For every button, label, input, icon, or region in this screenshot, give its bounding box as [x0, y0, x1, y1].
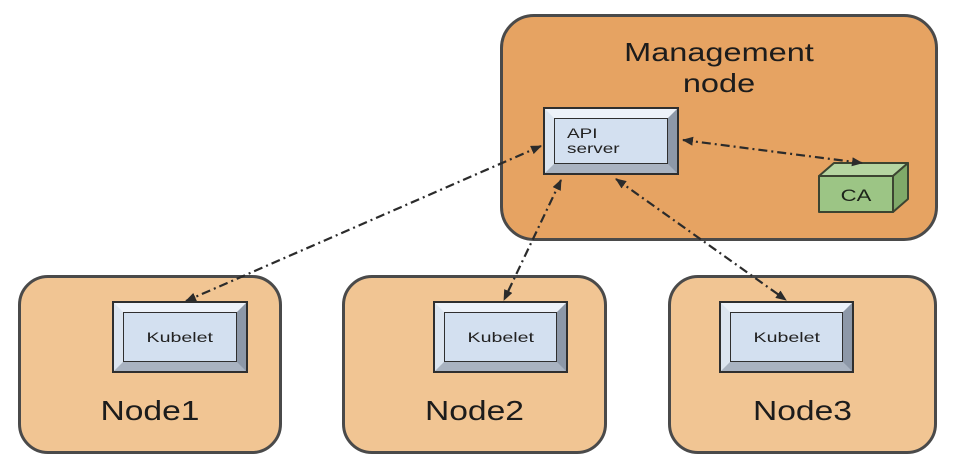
kubelet1-label: Kubelet	[146, 328, 214, 345]
kubelet3-bevel: Kubelet	[721, 303, 852, 371]
kubelet-box-node1: Kubelet	[112, 301, 248, 373]
kubelet3-panel: Kubelet	[730, 312, 843, 362]
api-server-label: API server	[567, 125, 620, 156]
api-server-panel: API server	[554, 118, 668, 164]
node3-label: Node3	[752, 395, 852, 426]
kubelet2-panel: Kubelet	[444, 312, 557, 362]
kubelet2-label: Kubelet	[467, 328, 534, 345]
kubelet-box-node3: Kubelet	[719, 301, 854, 373]
api-server-bevel: API server	[545, 109, 677, 173]
kubelet1-bevel: Kubelet	[114, 303, 246, 371]
api-server-box: API server	[543, 107, 679, 175]
kubelet3-label: Kubelet	[753, 328, 820, 345]
kubelet-box-node2: Kubelet	[433, 301, 568, 373]
kubelet2-bevel: Kubelet	[435, 303, 566, 371]
node1-label: Node1	[100, 395, 200, 426]
node2-label: Node2	[424, 395, 524, 426]
management-node-label: Management node	[624, 37, 814, 98]
kubelet1-panel: Kubelet	[123, 312, 237, 362]
